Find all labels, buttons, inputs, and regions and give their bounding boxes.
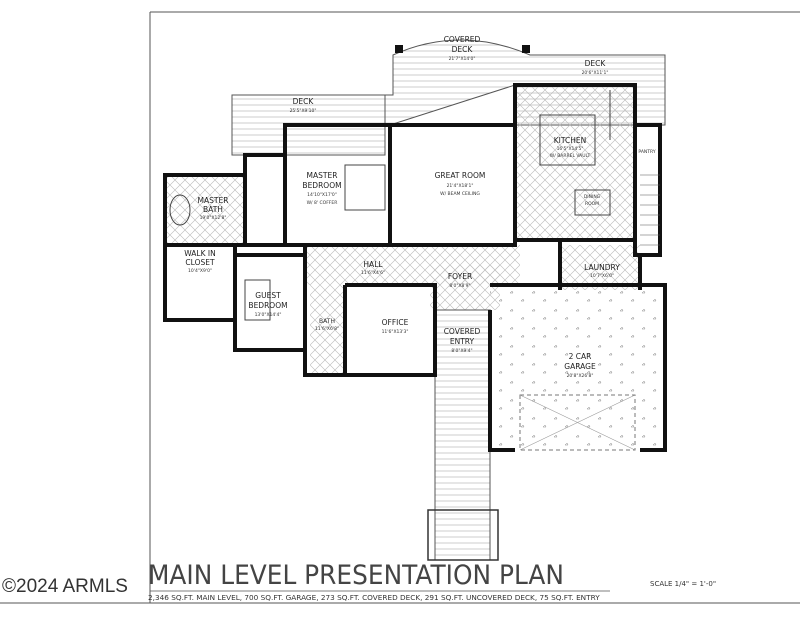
room-label: BATH [203, 205, 223, 214]
covered-entry-walkway [434, 309, 491, 561]
room-dim: 13'0"X14'4" [255, 312, 282, 318]
plan-title: MAIN LEVEL PRESENTATION PLAN [148, 560, 564, 591]
room-label: WALK IN [184, 249, 215, 258]
room-dim: 11'6"X4'6" [361, 270, 385, 276]
room-label: HALL [363, 260, 383, 269]
room-label: BEDROOM [248, 301, 287, 310]
room-note: W/ BEAM CEILING [440, 191, 480, 197]
column [522, 45, 530, 53]
room-dim: 25'5"X9'10" [290, 108, 317, 114]
plan-summary: 2,346 SQ.FT. MAIN LEVEL, 700 SQ.FT. GARA… [148, 593, 600, 602]
room-label: CLOSET [185, 258, 215, 267]
column [395, 45, 403, 53]
kitchen-island [539, 114, 596, 166]
room-label: DECK [293, 97, 315, 106]
room-label: BATH [319, 318, 335, 325]
room-label: DECK [452, 45, 474, 54]
room-dim: 10'4"X9'0" [188, 268, 212, 274]
wall [488, 283, 667, 452]
room-label: DINING [584, 194, 601, 200]
stairs [640, 174, 660, 246]
room-label: 2 CAR [569, 352, 592, 361]
room-dim: 8'0"X8'9" [449, 283, 470, 289]
room-label: ROOM [585, 201, 599, 207]
room-label: ENTRY [450, 337, 475, 346]
wall [243, 153, 287, 247]
room-label: KITCHEN [554, 136, 587, 145]
laundry-floor [560, 245, 640, 290]
room-label: LAUNDRY [584, 263, 620, 272]
room-dim: 8'0"X9'4" [451, 348, 472, 354]
wall [633, 123, 662, 257]
room-label: FOYER [448, 272, 472, 281]
room-dim: 21'7"X14'0" [449, 56, 476, 62]
bed [344, 164, 386, 211]
room-label: GARAGE [564, 362, 596, 371]
foyer-floor [430, 265, 500, 310]
room-label: MASTER [198, 196, 229, 205]
room-dim: 21'4"X18'1" [447, 183, 474, 189]
wall [303, 245, 437, 377]
room-label: BEDROOM [302, 181, 341, 190]
wall [345, 283, 437, 310]
room-label: COVERED [444, 35, 481, 44]
room-label: MASTER [307, 171, 338, 180]
entry-steps [427, 509, 499, 561]
room-label: COVERED [444, 327, 481, 336]
room-note: W/ 8' COFFER [307, 200, 338, 206]
dining-table [574, 189, 611, 216]
room-label: GUEST [255, 291, 281, 300]
garage-door-outline [519, 394, 636, 451]
room-dim: 19'0"X12'8" [200, 215, 227, 221]
room-label: GREAT ROOM [435, 171, 486, 180]
room-dim: 11'6"X6'8" [315, 326, 339, 332]
master-bath-floor [165, 175, 245, 245]
wall [558, 240, 642, 290]
kitchen-floor [515, 85, 635, 240]
tub [169, 194, 191, 226]
garage-door-swing [519, 394, 636, 451]
room-dim: 20'6"X11'1" [582, 70, 609, 76]
room-note: W/ BARREL VAULT [550, 153, 591, 159]
watermark: ©2024 ARMLS [2, 576, 128, 597]
room-label: PANTRY [638, 149, 655, 155]
room-dim: 16'5"X14'5" [557, 146, 584, 152]
room-label: DECK [585, 59, 607, 68]
plan-scale: SCALE 1/4" = 1'-0" [650, 580, 717, 588]
room-dim: 14'10"X17'0" [307, 192, 337, 198]
room-dim: 11'6"X13'3" [382, 329, 409, 335]
bath-floor [310, 285, 345, 375]
room-dim: 20'8"X26'8" [567, 373, 594, 379]
room-label: OFFICE [382, 318, 409, 327]
room-dim: 10'7"X6'0" [590, 273, 614, 279]
bed [244, 279, 271, 321]
